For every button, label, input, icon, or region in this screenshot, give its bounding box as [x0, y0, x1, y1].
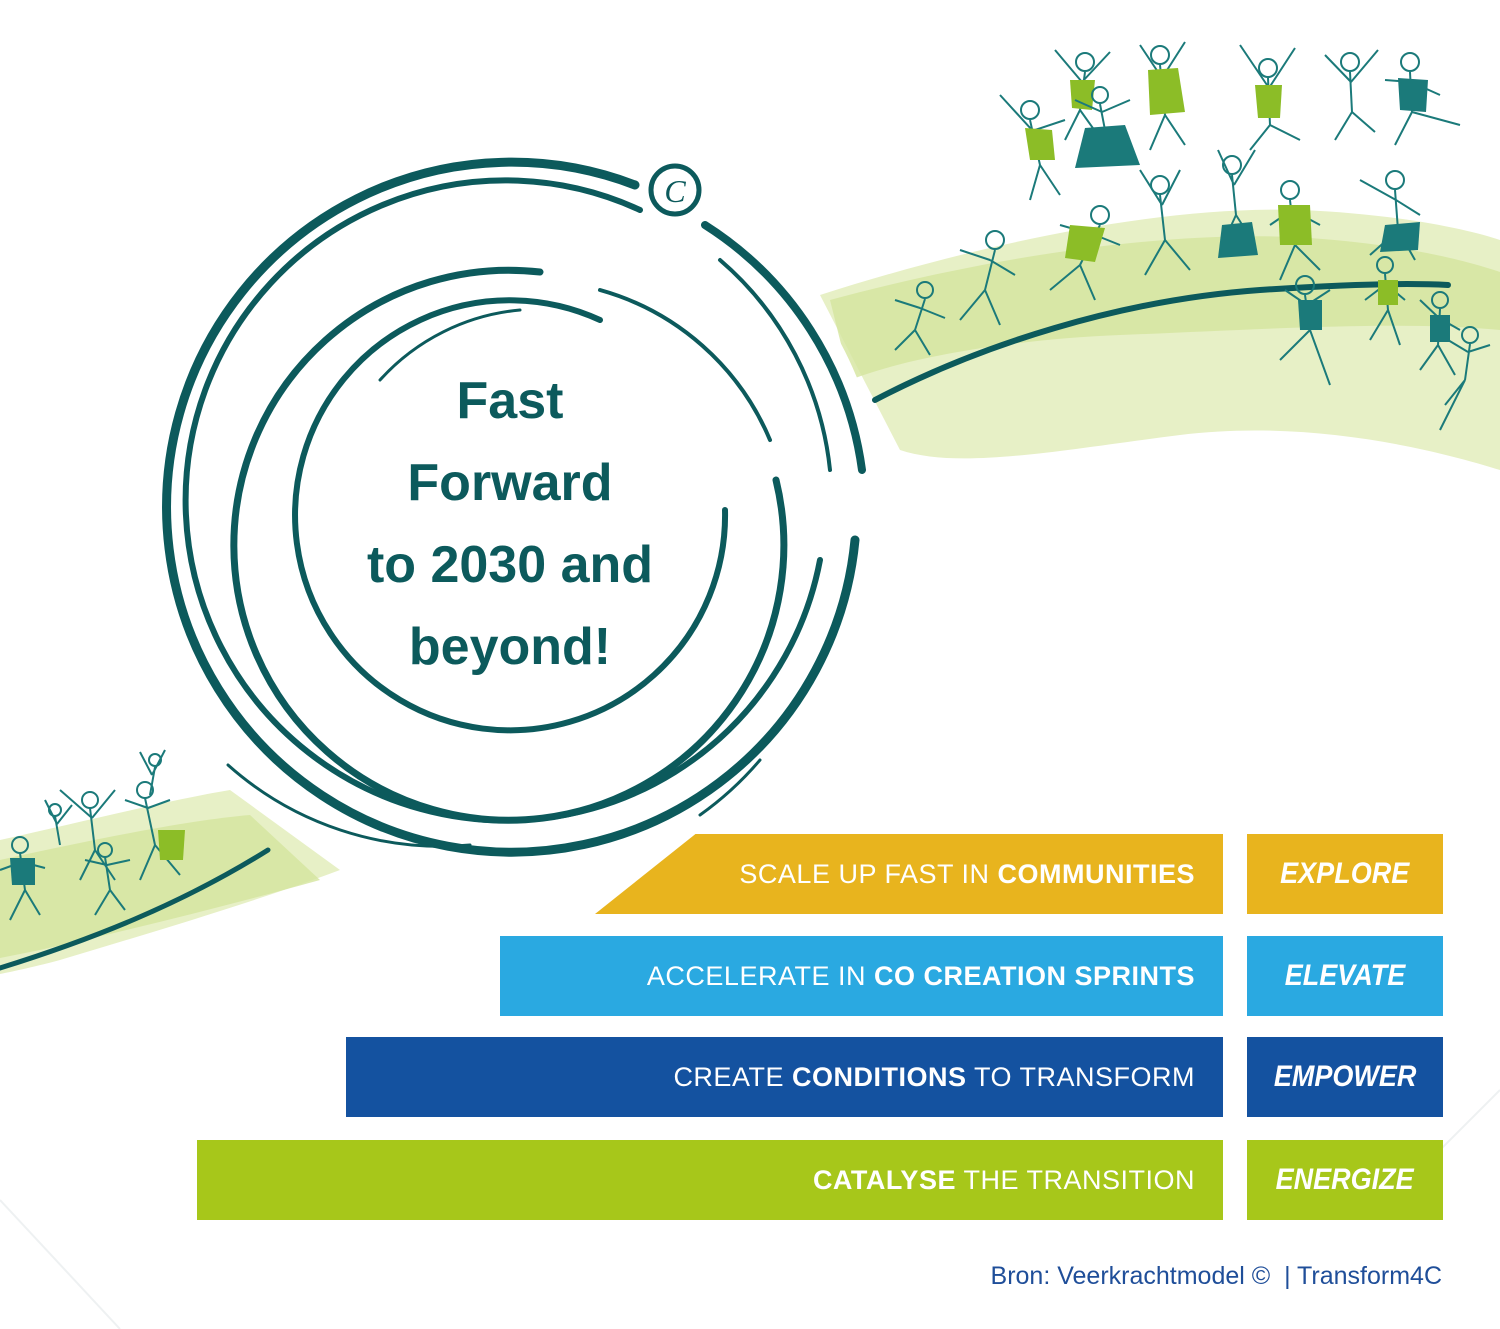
jumping-people-illustration-bottom [0, 749, 185, 921]
step-bar-conditions: CREATE CONDITIONS TO TRANSFORM [346, 1037, 1223, 1117]
step-text: SCALE UP FAST IN COMMUNITIES [739, 858, 1195, 889]
step-text: ACCELERATE IN CO CREATION SPRINTS [646, 960, 1195, 991]
headline-line-2: Forward [407, 454, 613, 512]
source-credit: Bron: Veerkrachtmodel © | Transform4C [990, 1262, 1442, 1290]
step-tag-elevate: ELEVATE [1247, 936, 1443, 1016]
concentric-rings [162, 157, 866, 857]
step-bar-communities: SCALE UP FAST IN COMMUNITIES [595, 834, 1223, 914]
step-tag-explore: EXPLORE [1247, 834, 1443, 914]
headline-line-4: beyond! [408, 618, 612, 676]
copyright-mark-icon: C [648, 163, 702, 217]
headline-line-3: to 2030 and [366, 536, 654, 594]
lower-wave-band [0, 790, 340, 974]
step-tag-energize: ENERGIZE [1247, 1140, 1443, 1220]
step-text: CREATE CONDITIONS TO TRANSFORM [673, 1061, 1195, 1092]
upper-wave-band [820, 209, 1500, 470]
step-bar-catalyse: CATALYSE THE TRANSITION [197, 1140, 1223, 1220]
step-text: CATALYSE THE TRANSITION [812, 1164, 1195, 1195]
headline: Fast Forward to 2030 and beyond! [300, 360, 720, 688]
jumping-people-illustration-top [894, 41, 1491, 431]
step-bar-co-creation: ACCELERATE IN CO CREATION SPRINTS [500, 936, 1223, 1016]
headline-line-1: Fast [456, 372, 564, 430]
svg-text:C: C [664, 173, 686, 209]
step-tag-empower: EMPOWER [1247, 1037, 1443, 1117]
